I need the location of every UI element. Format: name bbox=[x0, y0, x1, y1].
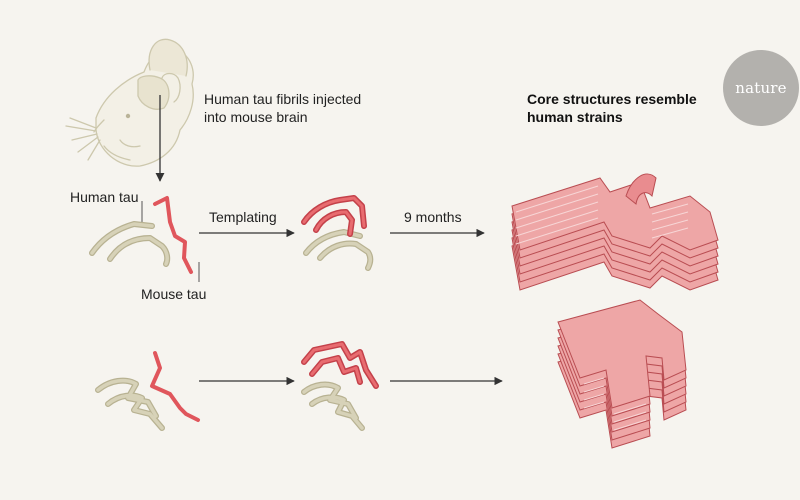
headline-line2: human strains bbox=[527, 109, 623, 125]
row2-templated-fibril bbox=[301, 341, 379, 431]
row1-templated-fibril bbox=[301, 195, 374, 271]
injection-caption-line1: Human tau fibrils injected bbox=[204, 91, 362, 107]
row2-human-tau-strand bbox=[95, 377, 165, 431]
row1-human-tau-strand bbox=[89, 221, 171, 267]
mouse-tau-label: Mouse tau bbox=[141, 286, 207, 302]
templating-label: Templating bbox=[209, 209, 277, 225]
mouse-head-outline-icon bbox=[65, 38, 194, 167]
injection-caption: Human tau fibrils injected into mouse br… bbox=[204, 90, 361, 126]
human-tau-label: Human tau bbox=[70, 189, 139, 205]
headline-line1: Core structures resemble bbox=[527, 91, 697, 107]
injection-caption-line2: into mouse brain bbox=[204, 109, 308, 125]
nine-months-label: 9 months bbox=[404, 209, 462, 225]
row1-fibril-core-stack bbox=[511, 173, 719, 291]
nature-logo: nature bbox=[723, 50, 799, 126]
row2-mouse-tau-strand bbox=[150, 351, 200, 422]
row2-fibril-core-stack bbox=[557, 299, 687, 449]
headline: Core structures resemble human strains bbox=[527, 90, 697, 126]
nature-logo-text: nature bbox=[735, 79, 787, 97]
row1-mouse-tau-strand bbox=[153, 196, 193, 274]
